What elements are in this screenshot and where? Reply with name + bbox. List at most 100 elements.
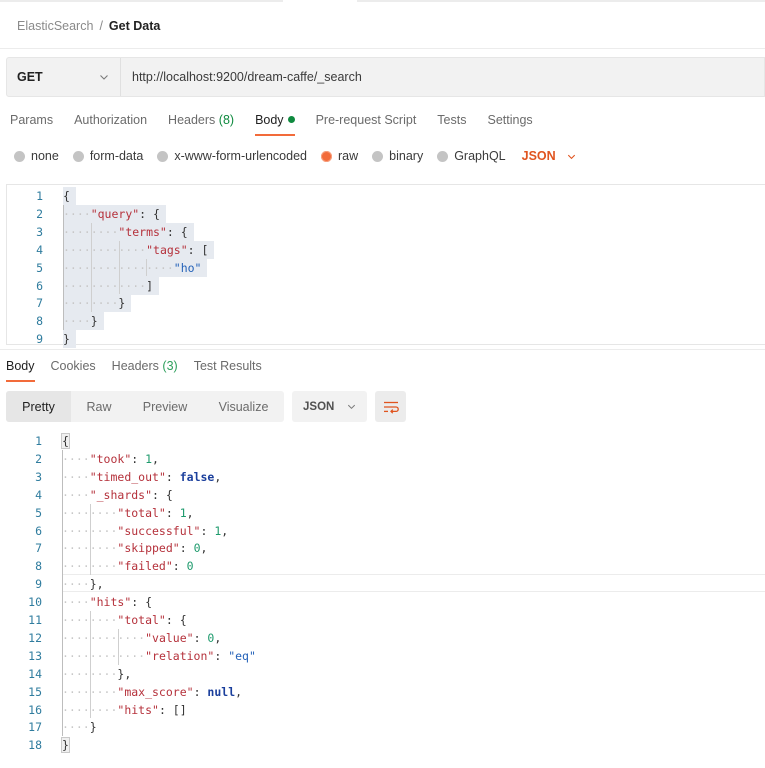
code-content: }, — [117, 667, 131, 681]
line-number: 16 — [28, 702, 42, 717]
tab-authorization[interactable]: Authorization — [74, 108, 147, 136]
indent-guide — [118, 240, 120, 295]
line-number: 9 — [35, 577, 42, 592]
line-number: 10 — [28, 595, 42, 610]
tab-settings[interactable]: Settings — [487, 108, 532, 136]
line-number: 7 — [36, 296, 43, 311]
line-number: 6 — [35, 523, 42, 538]
radio-icon[interactable] — [437, 150, 449, 162]
body-type-form-data[interactable]: form-data — [72, 149, 144, 163]
body-type-raw[interactable]: raw — [321, 149, 358, 163]
view-visualize-button[interactable]: Visualize — [218, 399, 269, 414]
line-number: 3 — [36, 224, 43, 239]
code-line: 17····} — [6, 718, 765, 736]
code-content: "_shards": { — [90, 488, 173, 502]
body-type-urlencoded[interactable]: x-www-form-urlencoded — [157, 149, 307, 163]
json-punct: } — [90, 314, 98, 329]
response-tab-test-results[interactable]: Test Results — [194, 356, 262, 382]
code-text: ····"timed_out": false, — [62, 468, 221, 486]
json-value: 0 — [186, 559, 194, 574]
view-pretty-button[interactable]: Pretty — [6, 391, 71, 422]
response-divider — [0, 349, 765, 350]
view-preview-button[interactable]: Preview — [142, 399, 188, 414]
response-format-select[interactable]: JSON — [292, 391, 367, 422]
indent-whitespace: ············ — [63, 278, 147, 293]
indent-whitespace: ········ — [62, 559, 117, 573]
method-label: GET — [17, 70, 43, 84]
indent-guide — [89, 611, 91, 719]
body-type-none[interactable]: none — [14, 149, 59, 163]
json-punct: : — [158, 702, 173, 717]
line-number: 6 — [36, 278, 43, 293]
code-line: 14········}, — [6, 665, 765, 683]
indent-whitespace: ············ — [62, 630, 146, 645]
body-type-binary[interactable]: binary — [372, 149, 423, 163]
code-content: } — [61, 737, 70, 754]
json-key: "query" — [90, 206, 140, 221]
breadcrumb-request-name[interactable]: Get Data — [108, 19, 161, 33]
code-text: ····"_shards": { — [62, 486, 173, 504]
indent-whitespace: ········ — [63, 296, 118, 310]
json-key: "value" — [145, 630, 194, 645]
chevron-down-icon — [567, 154, 575, 159]
indent-whitespace: ········ — [62, 685, 117, 699]
response-body-viewer[interactable]: 1{2····"took": 1,3····"timed_out": false… — [6, 431, 765, 761]
radio-icon[interactable] — [72, 150, 84, 162]
code-content: "total": { — [117, 613, 186, 627]
json-value: 1 — [145, 451, 153, 466]
body-set-indicator-icon — [287, 116, 295, 123]
radio-icon[interactable] — [157, 150, 169, 162]
radio-selected-icon[interactable] — [321, 150, 332, 162]
request-body-editor[interactable]: 1{2····"query": {3········"terms": {4···… — [6, 184, 765, 349]
tab-params[interactable]: Params — [10, 108, 53, 136]
breadcrumb-collection[interactable]: ElasticSearch — [17, 19, 94, 33]
response-tab-headers[interactable]: Headers (3) — [112, 356, 178, 382]
tab-body[interactable]: Body — [255, 108, 295, 136]
url-input[interactable]: http://localhost:9200/dream-caffe/_searc… — [132, 70, 362, 84]
json-key: "successful" — [117, 523, 201, 538]
code-content: } — [91, 314, 98, 328]
method-select[interactable]: GET — [7, 58, 121, 96]
json-punct: { — [62, 434, 69, 448]
json-punct: , — [235, 684, 243, 699]
code-line: 8········"failed": 0 — [6, 557, 765, 575]
radio-icon[interactable] — [372, 150, 384, 162]
radio-icon[interactable] — [14, 150, 25, 162]
tab-tests[interactable]: Tests — [437, 108, 466, 136]
request-url-bar: GET http://localhost:9200/dream-caffe/_s… — [6, 57, 765, 97]
wrap-lines-button[interactable] — [375, 391, 406, 422]
response-tab-body[interactable]: Body — [6, 356, 35, 382]
line-number: 8 — [36, 314, 43, 329]
tab-label: Tests — [437, 113, 467, 127]
view-raw-button[interactable]: Raw — [86, 399, 112, 414]
indent-whitespace: ········ — [62, 524, 117, 538]
indent-guide — [63, 204, 64, 331]
json-punct: , — [214, 469, 222, 484]
radio-label: form-data — [89, 149, 144, 163]
json-punct: : { — [166, 224, 188, 239]
code-content: "took": 1, — [90, 452, 159, 466]
active-line-highlight — [62, 574, 765, 593]
code-content: "relation": "eq" — [145, 649, 256, 663]
code-text: ········} — [63, 294, 132, 313]
raw-language-select[interactable]: JSON — [522, 149, 577, 163]
code-line: 6············] — [7, 276, 765, 295]
json-punct: } — [62, 738, 69, 753]
line-number: 11 — [28, 613, 42, 627]
code-content: "hits": { — [90, 595, 152, 609]
tab-pre-request-script[interactable]: Pre-request Script — [316, 108, 417, 136]
json-punct: , — [200, 541, 208, 556]
code-content: } — [118, 296, 125, 310]
tab-headers[interactable]: Headers (8) — [168, 108, 234, 136]
body-type-graphql[interactable]: GraphQL — [437, 149, 506, 163]
code-line: 1{ — [6, 432, 765, 450]
response-tab-cookies[interactable]: Cookies — [51, 356, 96, 382]
json-punct: : — [165, 613, 180, 627]
line-number: 3 — [35, 469, 42, 484]
tab-label: Cookies — [50, 359, 96, 373]
tab-label: Settings — [487, 113, 533, 127]
code-content: "failed": 0 — [117, 559, 193, 573]
code-line: 5········"total": 1, — [6, 504, 765, 522]
json-key: "total" — [117, 613, 166, 627]
code-text: ········"total": 1, — [62, 504, 194, 522]
